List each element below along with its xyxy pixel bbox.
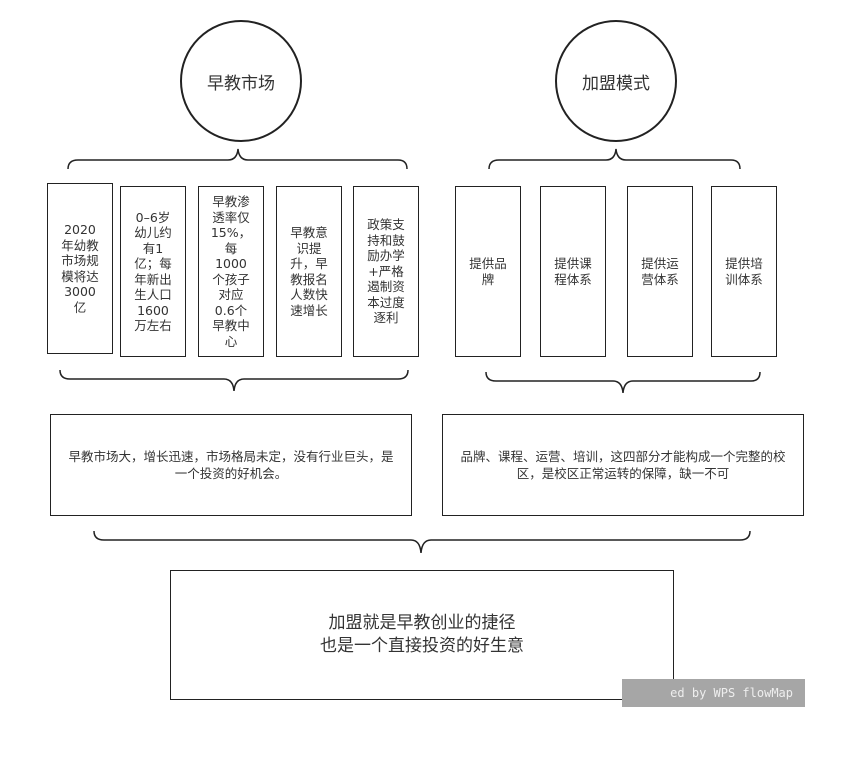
brace-right-top: [488, 148, 741, 170]
brace-left-bottom: [59, 369, 409, 392]
left-circle: 早教市场: [180, 20, 302, 142]
right-summary-box: 品牌、课程、运营、培训，这四部分才能构成一个完整的校 区，是校区正常运转的保障，…: [442, 414, 804, 516]
left-box-3: 早教渗 透率仅 15%， 每 1000 个孩子 对应 0.6个 早教中 心: [198, 186, 264, 357]
brace-right-bottom: [485, 371, 761, 394]
right-box-3: 提供运 营体系: [627, 186, 693, 357]
right-box-1: 提供品 牌: [455, 186, 521, 357]
left-summary-box: 早教市场大，增长迅速，市场格局未定，没有行业巨头，是 一个投资的好机会。: [50, 414, 412, 516]
left-box-4: 早教意 识提 升，早 教报名 人数快 速增长: [276, 186, 342, 357]
left-circle-label: 早教市场: [207, 73, 275, 94]
left-box-2: 0–6岁 幼儿约 有1 亿；每 年新出 生人口 1600 万左右: [120, 186, 186, 357]
brace-left-top: [67, 148, 408, 170]
left-box-1: 2020 年幼教 市场规 模将达 3000 亿: [47, 183, 113, 354]
watermark: ed by WPS flowMap: [622, 679, 805, 707]
right-circle-label: 加盟模式: [582, 73, 650, 94]
left-box-5: 政策支 持和鼓 励办学 +严格 遏制资 本过度 逐利: [353, 186, 419, 357]
right-circle: 加盟模式: [555, 20, 677, 142]
brace-summary: [93, 530, 751, 554]
conclusion-box: 加盟就是早教创业的捷径 也是一个直接投资的好生意: [170, 570, 674, 700]
right-box-2: 提供课 程体系: [540, 186, 606, 357]
right-box-4: 提供培 训体系: [711, 186, 777, 357]
